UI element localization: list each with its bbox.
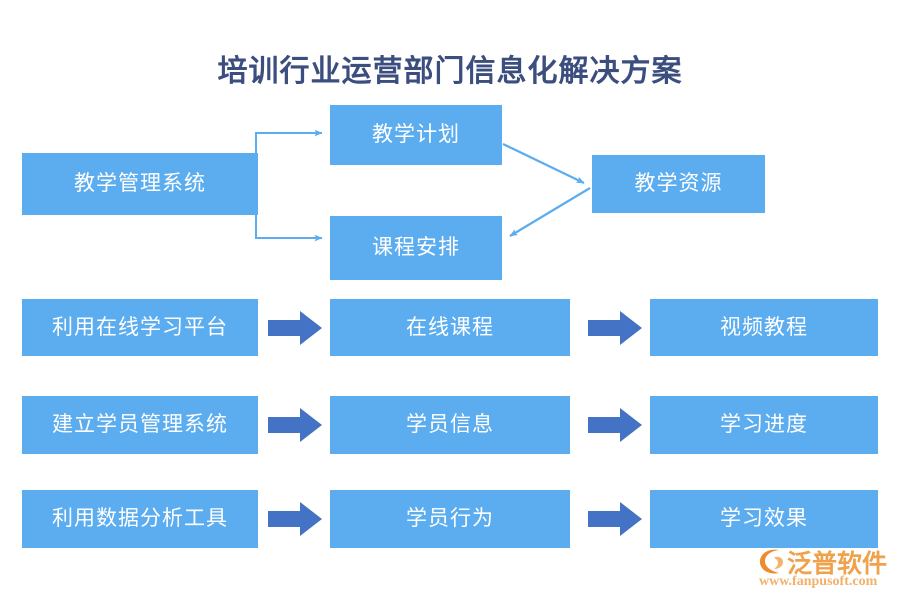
node-course-schedule[interactable]: 课程安排 <box>330 216 502 280</box>
watermark-logo: 泛普软件 www.fanpusoft.com <box>757 544 897 594</box>
connector-teaching-plan-to-resources <box>502 143 585 184</box>
node-teaching-management-system[interactable]: 教学管理系统 <box>22 153 258 215</box>
node-teaching-resources[interactable]: 教学资源 <box>592 155 765 213</box>
connector-source-to-course-schedule <box>255 183 323 242</box>
block-arrow-row2-2 <box>588 502 642 536</box>
block-arrow-row1-1 <box>268 408 322 442</box>
node-build-student-management-system[interactable]: 建立学员管理系统 <box>22 396 258 454</box>
page-title: 培训行业运营部门信息化解决方案 <box>217 55 683 88</box>
node-use-data-analysis-tools[interactable]: 利用数据分析工具 <box>22 490 258 548</box>
node-learning-outcomes[interactable]: 学习效果 <box>650 490 878 548</box>
node-student-information[interactable]: 学员信息 <box>330 396 570 454</box>
connector-resources-to-course-schedule <box>509 187 591 237</box>
block-arrow-row2-1 <box>268 502 322 536</box>
node-teaching-plan[interactable]: 教学计划 <box>330 105 502 165</box>
fanpu-logo-icon <box>759 549 783 574</box>
block-arrow-row0-1 <box>268 311 322 345</box>
node-learning-progress[interactable]: 学习进度 <box>650 396 878 454</box>
watermark-url-text: www.fanpusoft.com <box>759 574 878 589</box>
block-arrow-row1-2 <box>588 408 642 442</box>
node-video-tutorials[interactable]: 视频教程 <box>650 299 878 356</box>
node-use-online-learning-platform[interactable]: 利用在线学习平台 <box>22 299 258 356</box>
connector-source-to-teaching-plan <box>255 129 323 185</box>
watermark-brand-text: 泛普软件 <box>787 551 888 578</box>
node-student-behavior[interactable]: 学员行为 <box>330 490 570 548</box>
node-online-courses[interactable]: 在线课程 <box>330 299 570 356</box>
block-arrow-row0-2 <box>588 311 642 345</box>
